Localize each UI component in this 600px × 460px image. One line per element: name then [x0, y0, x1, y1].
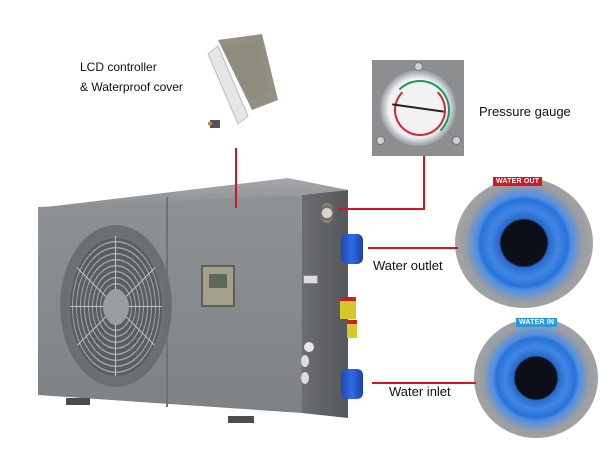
- water-out-badge: WATER OUT: [493, 177, 543, 186]
- outlet-connector-line: [368, 247, 458, 249]
- gauge-connector-horizontal: [338, 208, 425, 210]
- water-inlet-connector: [341, 369, 363, 399]
- gauge-connector-vertical: [423, 156, 425, 210]
- water-in-badge: WATER IN: [516, 318, 558, 327]
- lcd-connector-line: [235, 148, 237, 208]
- water-inlet-label: Water inlet: [389, 384, 451, 399]
- pressure-gauge-on-unit: [320, 203, 334, 223]
- lcd-screen: [209, 274, 227, 288]
- caution-label: [347, 320, 357, 338]
- unit-foot: [228, 416, 254, 423]
- gauge-arc-red: [394, 84, 446, 136]
- port: [301, 372, 309, 384]
- water-inlet-photo: [474, 318, 598, 438]
- bolt: [376, 136, 385, 145]
- lcd-label-line1: LCD controller: [80, 60, 157, 74]
- lcd-label-line2: & Waterproof cover: [80, 80, 183, 94]
- water-outlet-connector: [341, 234, 363, 264]
- lcd-cover-photo: [200, 32, 280, 142]
- bolt: [414, 62, 423, 71]
- handle: [303, 275, 318, 284]
- pressure-gauge-label: Pressure gauge: [479, 104, 571, 119]
- inlet-connector-line: [372, 382, 476, 384]
- water-outlet-label: Water outlet: [373, 258, 443, 273]
- unit-foot: [66, 398, 90, 405]
- port: [301, 355, 309, 367]
- lcd-controller: [201, 265, 235, 307]
- fan-hub: [103, 290, 129, 324]
- warning-label: [340, 297, 356, 319]
- water-outlet-photo: [455, 178, 593, 308]
- bolt: [452, 136, 461, 145]
- gauge-arc-green: [390, 80, 450, 140]
- pressure-gauge-photo: [372, 60, 464, 156]
- drain-valve: [304, 342, 314, 352]
